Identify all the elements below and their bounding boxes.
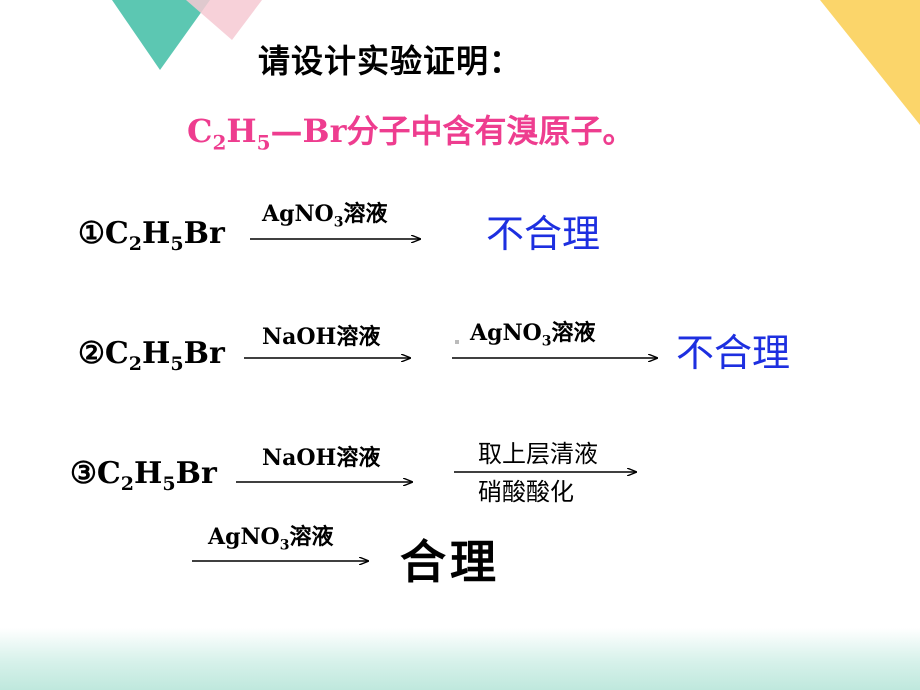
formula-h: H <box>142 216 171 251</box>
method-2-reagent-1: NaOH溶液 <box>262 319 380 351</box>
formula-h-sub: 5 <box>170 353 184 375</box>
subtitle-c-sub: 2 <box>212 130 227 155</box>
method-2-reagent-2: AgNO3溶液 <box>470 315 596 349</box>
reagent-suffix: 溶液 <box>336 446 381 471</box>
method-1-marker: ① <box>78 216 105 251</box>
subtitle-tail: 分子中含有溴原子。 <box>346 112 635 150</box>
method-3-condition-line-1: 取上层清液 <box>478 440 598 468</box>
formula-h: H <box>142 336 171 371</box>
slide-subtitle: C2H5—Br分子中含有溴原子。 <box>187 106 634 154</box>
stray-dot <box>455 340 459 344</box>
method-2-verdict: 不合理 <box>676 331 791 375</box>
formula-br: Br <box>175 456 217 491</box>
method-1-reagent: AgNO3溶液 <box>262 196 388 230</box>
reagent-prefix: AgNO <box>262 201 334 227</box>
formula-h-sub: 5 <box>162 473 176 495</box>
reagent-suffix: 溶液 <box>336 325 381 350</box>
formula-c: C <box>104 216 129 251</box>
formula-br: Br <box>183 216 225 251</box>
formula-h-sub: 5 <box>170 233 184 255</box>
reagent-prefix: NaOH <box>262 324 337 350</box>
method-1-verdict: 不合理 <box>486 212 601 256</box>
formula-br: Br <box>183 336 225 371</box>
formula-c-sub: 2 <box>128 353 143 375</box>
subtitle-br: —Br <box>270 112 347 150</box>
subtitle-h-sub: 5 <box>256 130 271 155</box>
method-2-formula: ②C2H5Br <box>78 336 225 375</box>
reagent-prefix: NaOH <box>262 445 337 471</box>
reagent-sub: 3 <box>279 537 290 554</box>
reagent-suffix: 溶液 <box>289 525 334 550</box>
reagent-prefix: AgNO <box>208 524 280 550</box>
pink-triangle <box>186 0 262 40</box>
yellow-triangle <box>820 0 920 125</box>
teal-triangle <box>112 0 210 70</box>
formula-c: C <box>96 456 121 491</box>
bottom-gradient-band <box>0 628 920 690</box>
slide-title: 请设计实验证明： <box>258 42 523 80</box>
subtitle-c: C <box>187 112 213 150</box>
method-3-reagent-2: AgNO3溶液 <box>208 519 334 553</box>
reagent-prefix: AgNO <box>470 320 542 346</box>
method-3-formula: ③C2H5Br <box>70 456 217 495</box>
formula-h: H <box>134 456 163 491</box>
reagent-sub: 3 <box>541 333 552 350</box>
subtitle-h: H <box>226 112 257 150</box>
method-3-verdict: 合理 <box>400 535 500 589</box>
reagent-suffix: 溶液 <box>343 202 388 227</box>
formula-c: C <box>104 336 129 371</box>
method-3-reagent-1: NaOH溶液 <box>262 440 380 472</box>
method-3-condition-line-2: 硝酸酸化 <box>478 478 574 506</box>
method-1-formula: ①C2H5Br <box>78 216 225 255</box>
formula-c-sub: 2 <box>128 233 143 255</box>
reagent-sub: 3 <box>333 214 344 231</box>
reagent-suffix: 溶液 <box>551 321 596 346</box>
formula-c-sub: 2 <box>120 473 135 495</box>
method-3-marker: ③ <box>70 456 97 491</box>
method-2-marker: ② <box>78 336 105 371</box>
